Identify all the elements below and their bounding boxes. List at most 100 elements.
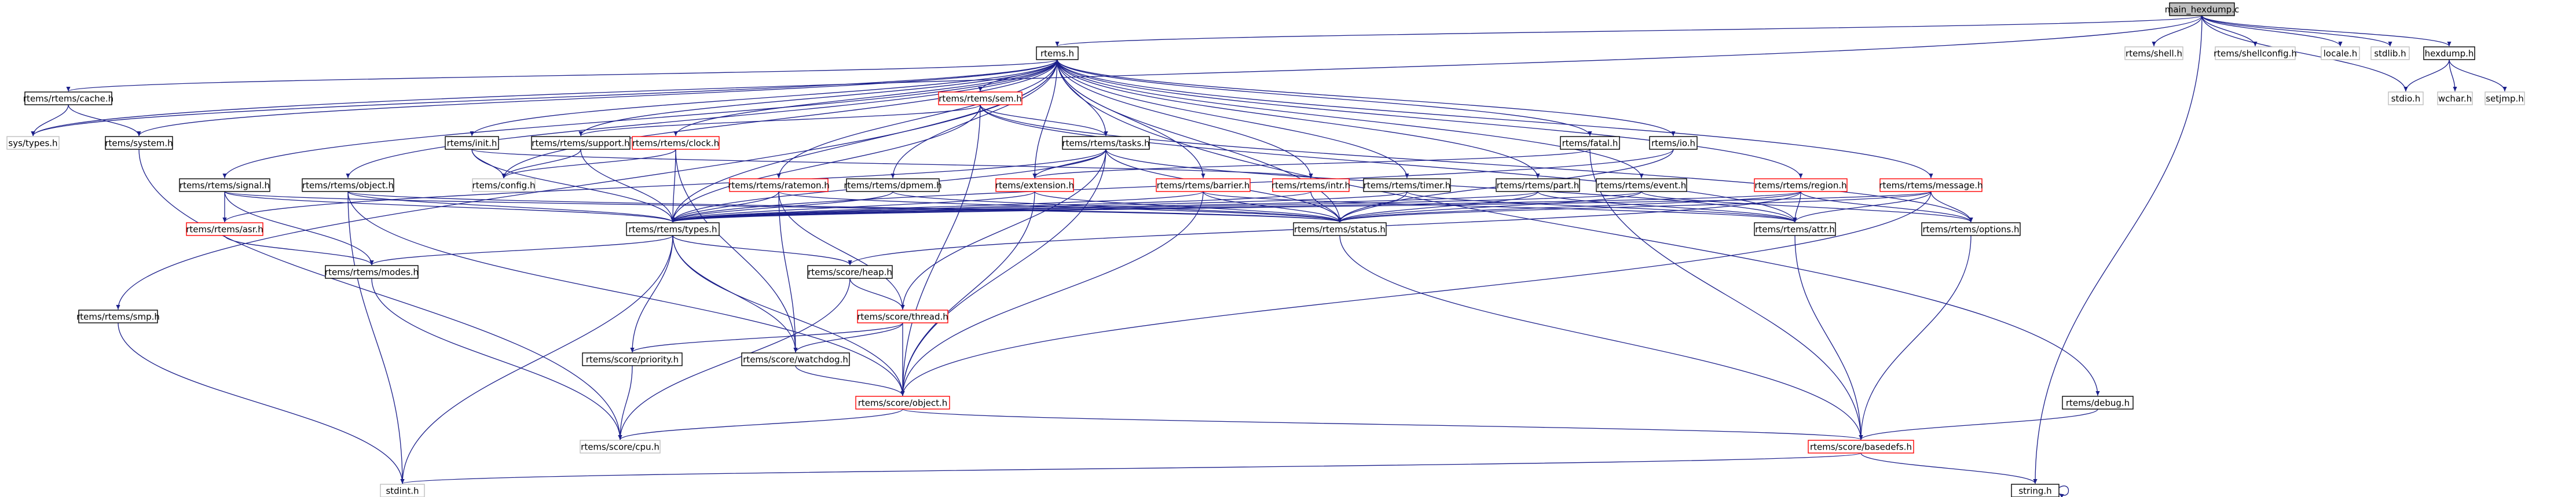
node-box[interactable] [580,440,661,454]
node-rtems-debug-h[interactable]: rtems/debug.h [2062,396,2134,410]
node-box[interactable] [1596,178,1687,192]
node-box[interactable] [531,136,631,150]
node-box[interactable] [857,310,948,323]
node-rtems-rtems-support-h[interactable]: rtems/rtems/support.h [531,136,631,150]
node-rtems-score-object-h[interactable]: rtems/score/object.h [855,396,950,410]
node-box[interactable] [1560,136,1620,150]
node-rtems-rtems-sem-h[interactable]: rtems/rtems/sem.h [938,91,1023,105]
node-box[interactable] [2169,2,2235,16]
node-box[interactable] [632,136,720,150]
node-sys-types-h[interactable]: sys/types.h [6,136,60,150]
node-box[interactable] [807,265,893,279]
node-rtems-rtems-attr-h[interactable]: rtems/rtems/attr.h [1754,222,1836,236]
node-box[interactable] [582,352,683,366]
node-rtems-shellconfig-h[interactable]: rtems/shellconfig.h [2214,46,2297,60]
node-rtems-rtems-ratemon-h[interactable]: rtems/rtems/ratemon.h [728,178,830,192]
node-rtems-rtems-options-h[interactable]: rtems/rtems/options.h [1921,222,2021,236]
node-rtems-rtems-event-h[interactable]: rtems/rtems/event.h [1596,178,1687,192]
node-box[interactable] [6,136,60,150]
node-rtems-rtems-message-h[interactable]: rtems/rtems/message.h [1879,178,1983,192]
node-box[interactable] [855,396,950,410]
node-main-hexdump-c[interactable]: main_hexdump.c [2165,2,2240,16]
node-rtems-rtems-intr-h[interactable]: rtems/rtems/intr.h [1271,178,1350,192]
node-rtems-system-h[interactable]: rtems/system.h [105,136,173,150]
node-box[interactable] [1921,222,2021,236]
node-box[interactable] [1754,178,1848,192]
node-box[interactable] [179,178,270,192]
node-rtems-rtems-types-h[interactable]: rtems/rtems/types.h [626,222,720,236]
node-box[interactable] [2485,91,2525,105]
node-box[interactable] [302,178,394,192]
node-rtems-rtems-signal-h[interactable]: rtems/rtems/signal.h [179,178,270,192]
node-setjmp-h[interactable]: setjmp.h [2485,91,2525,105]
node-box[interactable] [105,136,173,150]
node-box[interactable] [472,178,536,192]
node-hexdump-h[interactable]: hexdump.h [2423,46,2475,60]
node-rtems-score-priority-h[interactable]: rtems/score/priority.h [582,352,683,366]
node-box[interactable] [2370,46,2410,60]
node-box[interactable] [380,484,425,497]
node-box[interactable] [2124,46,2183,60]
node-box[interactable] [2062,396,2134,410]
node-box[interactable] [1496,178,1580,192]
node-box[interactable] [2388,91,2424,105]
node-rtems-score-thread-h[interactable]: rtems/score/thread.h [857,310,948,323]
node-rtems-rtems-region-h[interactable]: rtems/rtems/region.h [1754,178,1848,192]
node-box[interactable] [2423,46,2475,60]
node-rtems-config-h[interactable]: rtems/config.h [472,178,536,192]
node-rtems-rtems-part-h[interactable]: rtems/rtems/part.h [1496,178,1580,192]
node-box[interactable] [741,352,850,366]
node-box[interactable] [186,222,263,236]
node-box[interactable] [938,91,1023,105]
node-box[interactable] [1156,178,1251,192]
node-rtems-rtems-status-h[interactable]: rtems/rtems/status.h [1293,222,1387,236]
node-box[interactable] [2321,46,2360,60]
node-rtems-rtems-tasks-h[interactable]: rtems/rtems/tasks.h [1062,136,1150,150]
node-rtems-score-watchdog-h[interactable]: rtems/score/watchdog.h [741,352,850,366]
node-box[interactable] [1879,178,1983,192]
node-box[interactable] [78,310,158,323]
node-box[interactable] [1272,178,1350,192]
node-box[interactable] [2011,484,2060,497]
node-box[interactable] [1293,222,1387,236]
node-rtems-shell-h[interactable]: rtems/shell.h [2124,46,2183,60]
node-wchar-h[interactable]: wchar.h [2437,91,2473,105]
node-box[interactable] [729,178,829,192]
node-rtems-extension-h[interactable]: rtems/extension.h [995,178,1074,192]
node-box[interactable] [2437,91,2473,105]
node-box[interactable] [24,91,112,105]
node-rtems-fatal-h[interactable]: rtems/fatal.h [1560,136,1620,150]
node-box[interactable] [1036,46,1079,60]
node-rtems-rtems-smp-h[interactable]: rtems/rtems/smp.h [76,310,160,323]
node-rtems-score-heap-h[interactable]: rtems/score/heap.h [807,265,893,279]
node-rtems-score-basedefs-h[interactable]: rtems/score/basedefs.h [1808,440,1914,454]
node-box[interactable] [1649,136,1698,150]
node-string-h[interactable]: string.h [2011,484,2060,497]
node-box[interactable] [626,222,720,236]
node-box[interactable] [1808,440,1914,454]
node-box[interactable] [846,178,940,192]
node-stdlib-h[interactable]: stdlib.h [2370,46,2410,60]
node-rtems-rtems-asr-h[interactable]: rtems/rtems/asr.h [186,222,263,236]
node-rtems-h[interactable]: rtems.h [1036,46,1079,60]
node-box[interactable] [1363,178,1451,192]
node-box[interactable] [2215,46,2296,60]
node-rtems-rtems-modes-h[interactable]: rtems/rtems/modes.h [325,265,419,279]
node-rtems-rtems-clock-h[interactable]: rtems/rtems/clock.h [632,136,720,150]
node-rtems-rtems-dpmem-h[interactable]: rtems/rtems/dpmem.h [844,178,942,192]
node-box[interactable] [325,265,419,279]
node-rtems-rtems-timer-h[interactable]: rtems/rtems/timer.h [1363,178,1451,192]
node-rtems-rtems-object-h[interactable]: rtems/rtems/object.h [302,178,394,192]
node-rtems-io-h[interactable]: rtems/io.h [1649,136,1698,150]
node-box[interactable] [1062,136,1150,150]
node-box[interactable] [995,178,1074,192]
node-box[interactable] [445,136,499,150]
node-rtems-init-h[interactable]: rtems/init.h [445,136,499,150]
node-rtems-rtems-cache-h[interactable]: rtems/rtems/cache.h [23,91,113,105]
node-stdio-h[interactable]: stdio.h [2388,91,2424,105]
node-rtems-score-cpu-h[interactable]: rtems/score/cpu.h [580,440,661,454]
node-rtems-rtems-barrier-h[interactable]: rtems/rtems/barrier.h [1156,178,1251,192]
node-box[interactable] [1754,222,1836,236]
node-locale-h[interactable]: locale.h [2321,46,2360,60]
node-stdint-h[interactable]: stdint.h [380,484,425,497]
